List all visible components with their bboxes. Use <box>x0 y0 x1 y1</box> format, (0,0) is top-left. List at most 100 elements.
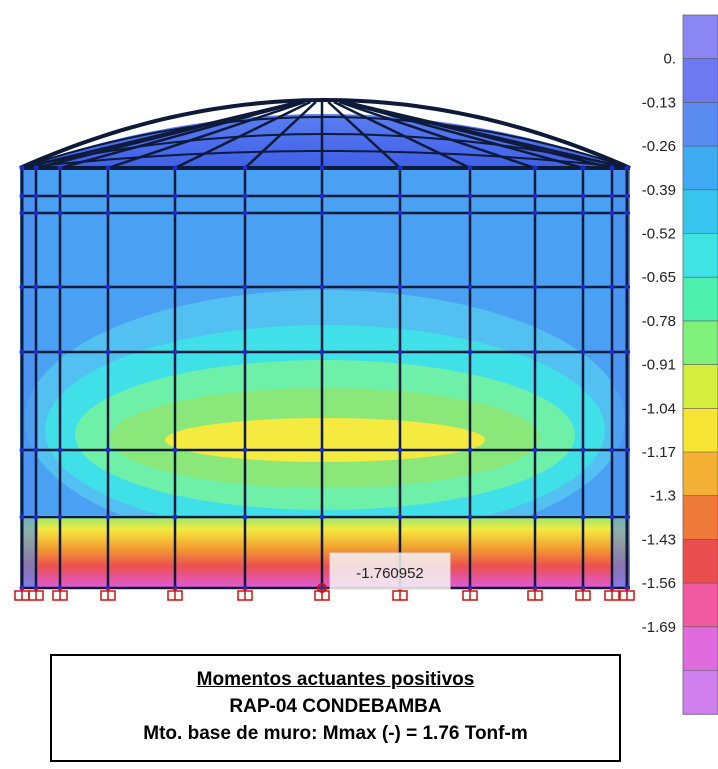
structural-frame <box>19 97 631 591</box>
frame-node <box>19 210 25 216</box>
frame-node <box>172 447 178 453</box>
frame-node <box>172 193 178 199</box>
frame-node <box>242 349 248 355</box>
frame-node <box>57 349 63 355</box>
frame-node <box>172 210 178 216</box>
frame-node <box>532 447 538 453</box>
tooltip-value: -1.760952 <box>356 565 424 582</box>
frame-node <box>242 447 248 453</box>
frame-node <box>397 284 403 290</box>
frame-node <box>624 284 630 290</box>
frame-node <box>172 284 178 290</box>
frame-node <box>105 514 111 520</box>
frame-node <box>532 210 538 216</box>
frame-node <box>57 447 63 453</box>
frame-node <box>319 349 325 355</box>
frame-node <box>397 447 403 453</box>
frame-node <box>319 210 325 216</box>
frame-node <box>33 447 39 453</box>
legend-band <box>683 670 718 715</box>
frame-node <box>624 165 630 171</box>
frame-node <box>467 165 473 171</box>
frame-node <box>172 165 178 171</box>
value-tooltip: -1.760952 <box>317 552 451 593</box>
frame-node <box>467 284 473 290</box>
frame-node <box>57 514 63 520</box>
frame-node <box>609 514 615 520</box>
frame-node <box>19 514 25 520</box>
frame-node <box>57 193 63 199</box>
frame-node <box>19 447 25 453</box>
dome-rib <box>333 100 471 170</box>
frame-node <box>532 514 538 520</box>
frame-node <box>624 193 630 199</box>
frame-node <box>19 193 25 199</box>
frame-node <box>467 514 473 520</box>
legend-tick-label: -0.78 <box>642 313 676 330</box>
caption-box: Momentos actuantes positivos RAP-04 COND… <box>50 654 621 762</box>
wall-contour <box>20 168 630 588</box>
frame-node <box>172 514 178 520</box>
legend-band <box>683 539 718 584</box>
frame-node <box>580 165 586 171</box>
legend-band <box>683 452 718 497</box>
frame-node <box>57 165 63 171</box>
dome-rib <box>342 100 584 170</box>
frame-node <box>609 193 615 199</box>
frame-node <box>580 514 586 520</box>
dome-ring <box>19 150 631 169</box>
frame-node <box>609 447 615 453</box>
frame-node <box>624 447 630 453</box>
legend-tick-label: -1.04 <box>642 400 676 417</box>
frame-node <box>105 284 111 290</box>
frame-node <box>242 514 248 520</box>
frame-node <box>397 349 403 355</box>
frame-node <box>532 193 538 199</box>
legend-tick-label: 0. <box>663 51 676 68</box>
frame-node <box>33 349 39 355</box>
frame-node <box>580 193 586 199</box>
frame-node <box>242 193 248 199</box>
frame-node <box>397 210 403 216</box>
frame-node <box>33 514 39 520</box>
frame-node <box>242 165 248 171</box>
legend-tick-label: -1.69 <box>642 619 676 636</box>
legend-band <box>683 320 718 366</box>
frame-node <box>19 165 25 171</box>
frame-node <box>467 193 473 199</box>
frame-node <box>172 349 178 355</box>
frame-node <box>397 165 403 171</box>
frame-node <box>624 514 630 520</box>
legend-band <box>683 583 718 628</box>
dome-outline <box>19 97 631 170</box>
frame-node <box>397 514 403 520</box>
color-legend: 0.-0.13-0.26-0.39-0.52-0.65-0.78-0.91-1.… <box>642 14 718 715</box>
frame-node <box>609 349 615 355</box>
selected-node-marker <box>317 583 327 593</box>
frame-node <box>467 349 473 355</box>
frame-node <box>609 210 615 216</box>
frame-node <box>580 447 586 453</box>
legend-tick-label: -1.17 <box>642 444 676 461</box>
legend-band <box>683 189 718 234</box>
frame-node <box>242 284 248 290</box>
legend-band <box>683 102 718 147</box>
frame-node <box>33 165 39 171</box>
frame-node <box>319 514 325 520</box>
support-symbols <box>14 588 635 601</box>
frame-node <box>624 349 630 355</box>
frame-node <box>532 349 538 355</box>
frame-node <box>624 210 630 216</box>
frame-node <box>105 165 111 171</box>
legend-tick-label: -0.52 <box>642 226 676 243</box>
legend-band <box>683 233 718 278</box>
frame-node <box>242 210 248 216</box>
legend-tick-label: -0.65 <box>642 269 676 286</box>
legend-band <box>683 495 718 540</box>
legend-tick-label: -0.39 <box>642 182 676 199</box>
legend-band <box>683 15 718 60</box>
legend-tick-label: -1.43 <box>642 531 676 548</box>
legend-border <box>682 14 718 715</box>
frame-node <box>105 349 111 355</box>
frame-node <box>19 349 25 355</box>
